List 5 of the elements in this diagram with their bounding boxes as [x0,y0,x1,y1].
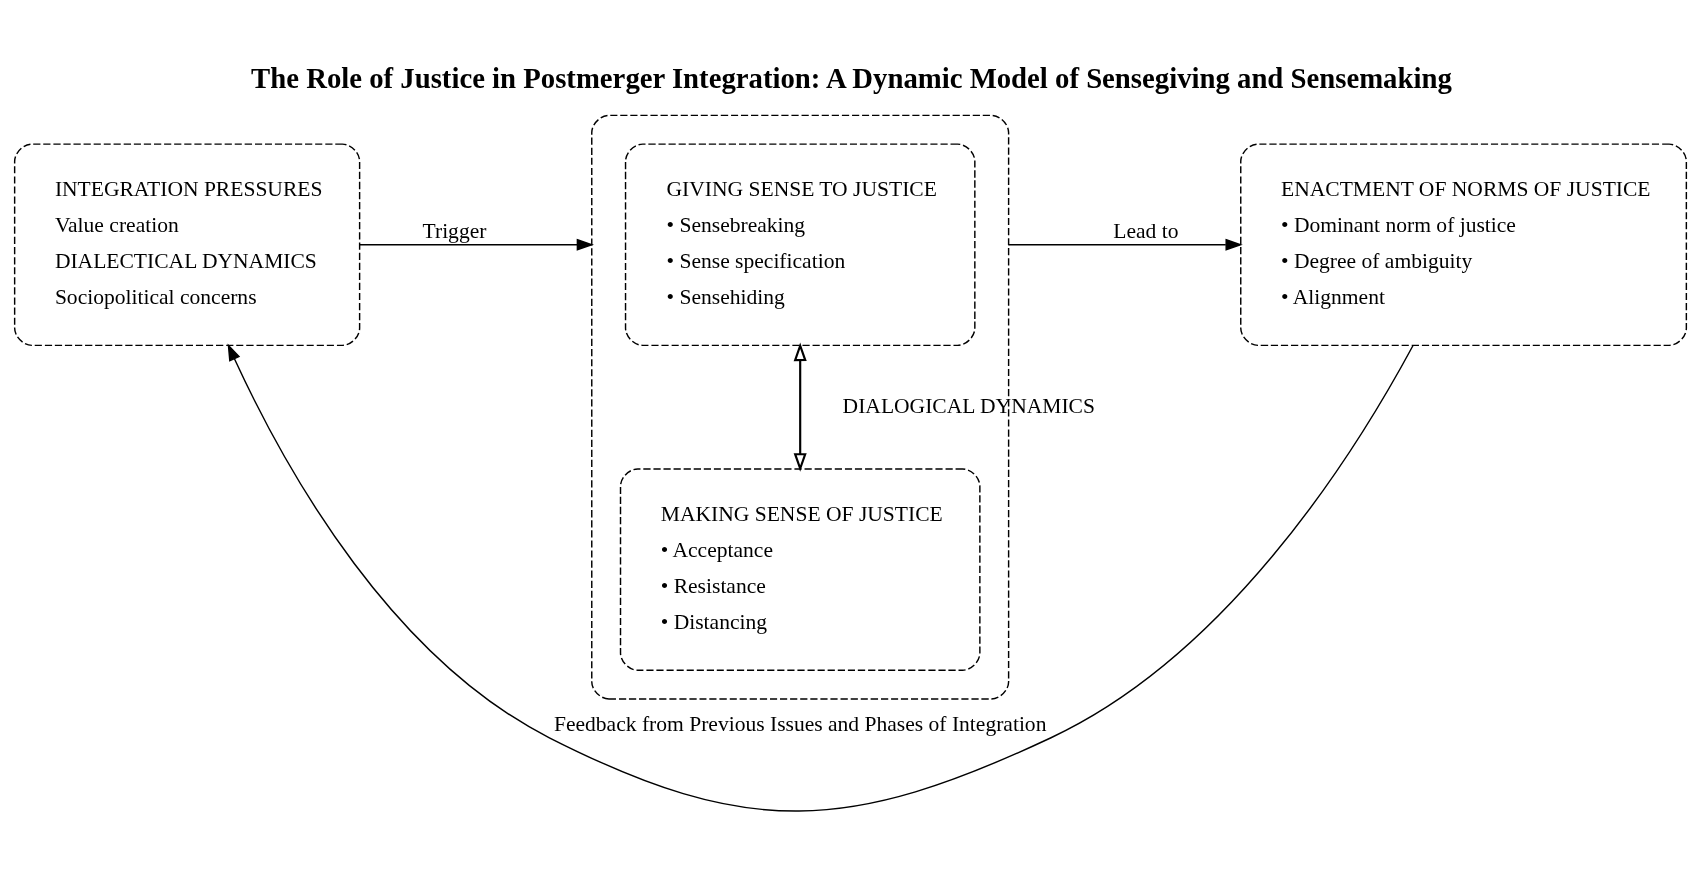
edge-label: Lead to [1113,218,1179,243]
edge-label: Feedback from Previous Issues and Phases of Integration [553,711,1047,736]
edge-label: DIALOGICAL DYNAMICS [842,393,1095,418]
edge-label: Trigger [422,218,487,243]
diagram-title: The Role of Justice in Postmerger Integration: A Dynamic Model of Sensegiving and Sensemaking [251,62,1452,95]
